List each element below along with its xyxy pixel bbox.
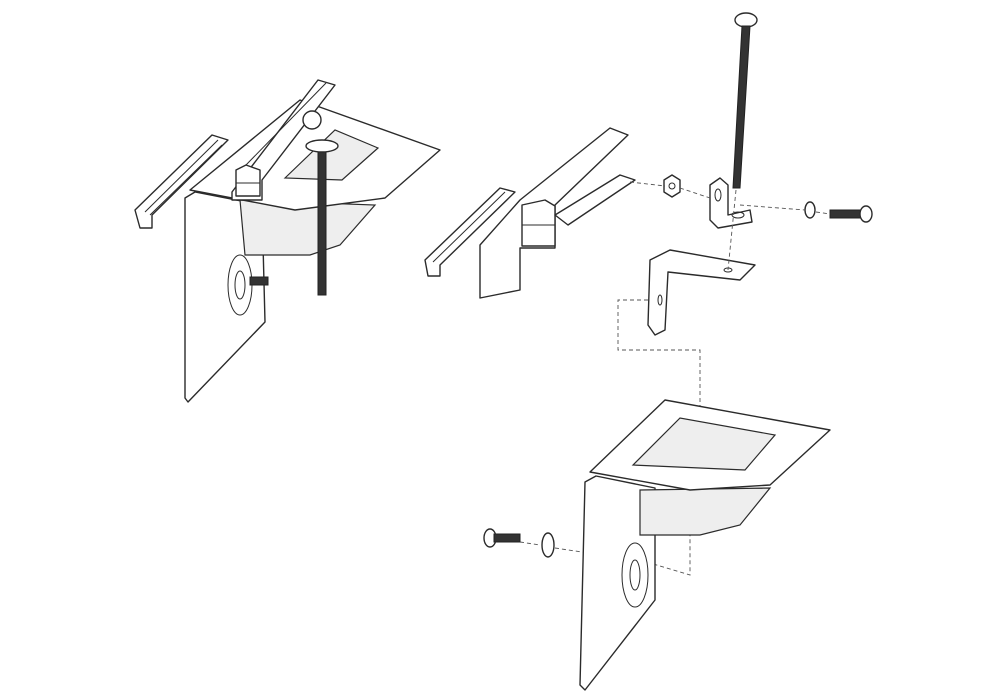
screw-bottom <box>483 528 521 548</box>
screw-right <box>829 205 873 223</box>
washer-right <box>804 201 816 219</box>
left-assembled-mount <box>134 79 441 403</box>
l-bracket <box>647 249 756 336</box>
left-side-screw <box>249 276 269 286</box>
bottom-bracket <box>579 399 831 691</box>
assembly-guide-lines <box>519 181 831 576</box>
angle-tab <box>709 177 753 229</box>
washer-bottom <box>541 532 555 558</box>
left-back-rail <box>134 134 229 229</box>
left-main-rail <box>231 79 336 201</box>
middle-rail <box>424 127 636 299</box>
hex-nut <box>663 174 681 198</box>
left-bolt <box>302 110 339 296</box>
long-bolt <box>732 12 758 189</box>
